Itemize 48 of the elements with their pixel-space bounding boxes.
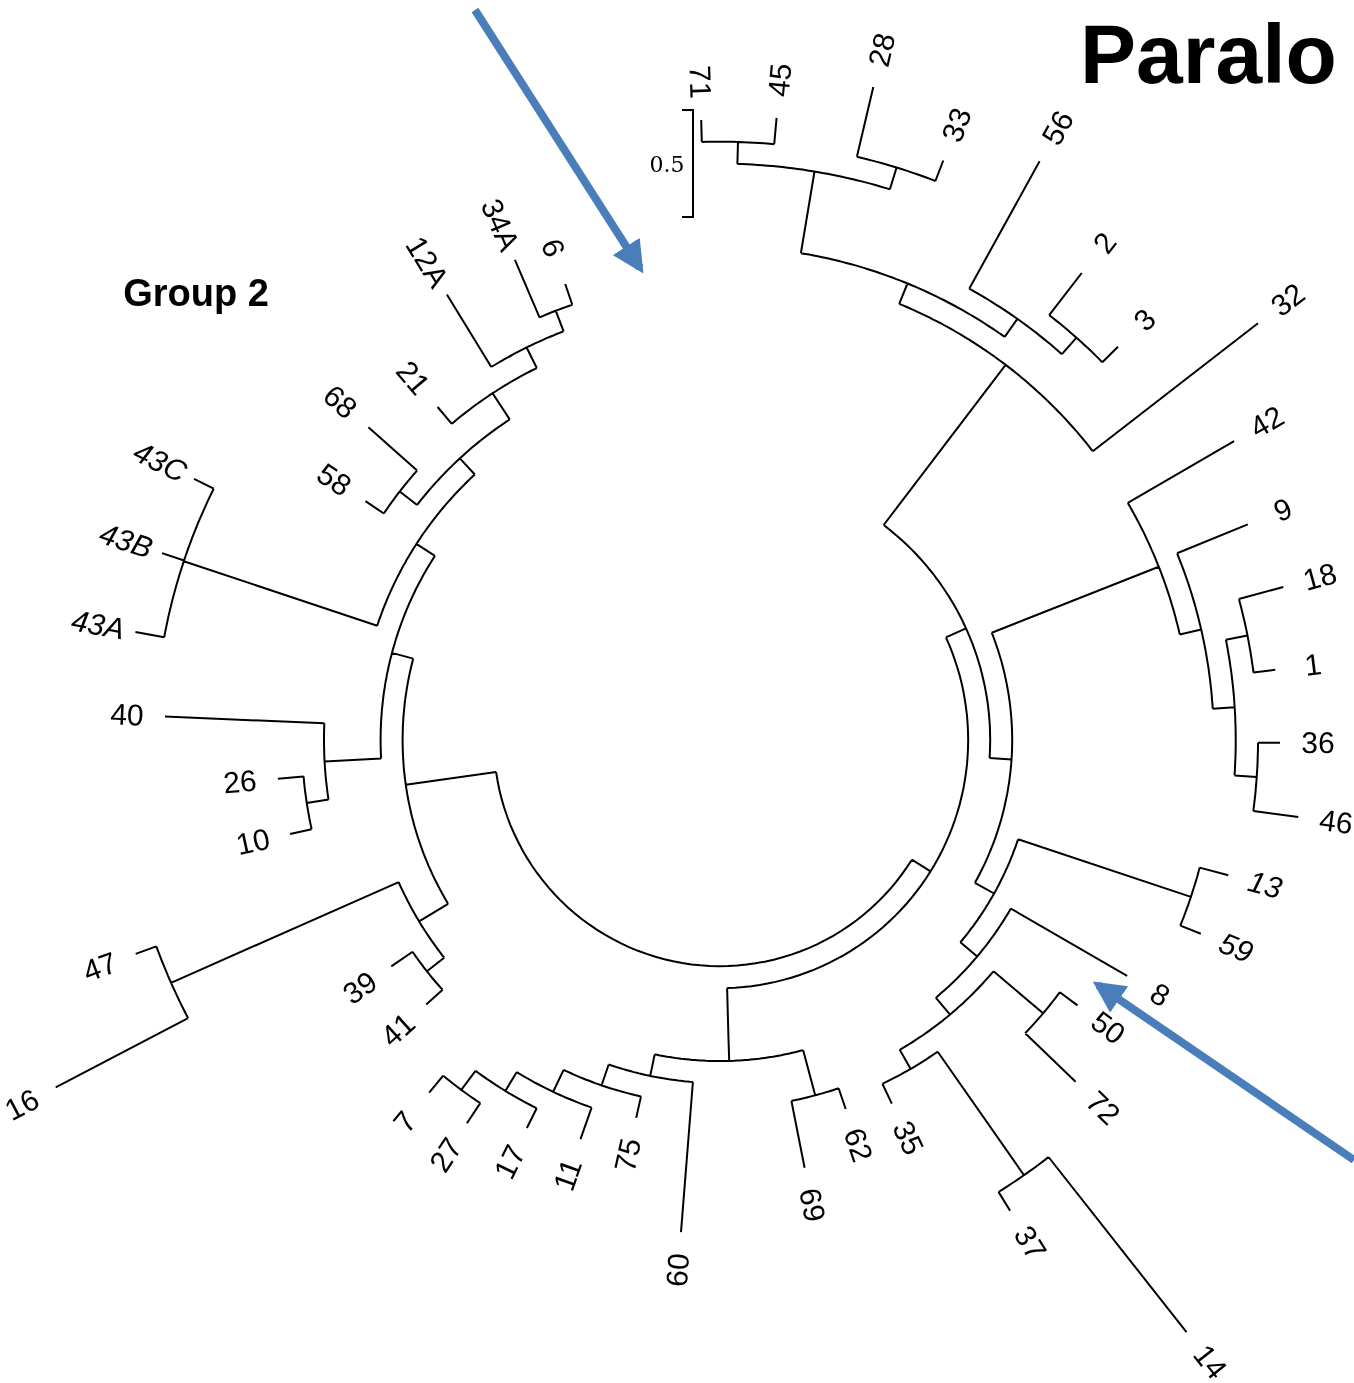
tip-label: 37 [1008,1220,1052,1266]
tip-label: 40 [109,699,145,731]
tip-label: 72 [1080,1085,1126,1131]
tip-label: 27 [424,1132,468,1178]
tip-label: 36 [1301,727,1335,759]
tip-label: 71 [684,64,716,100]
tip-label: 9 [1269,492,1297,528]
tip-label: 16 [0,1083,44,1127]
tip-label: 34A [475,194,525,256]
tip-label: 35 [887,1116,929,1160]
tip-label: 28 [863,30,901,70]
tip-label: 14 [1187,1339,1233,1383]
tip-label: 39 [337,966,383,1010]
tip-label: 43C [128,436,192,488]
tip-label: 1 [1302,649,1324,681]
tip-label: 56 [1036,106,1080,150]
scale-label: 0.5 [649,154,685,176]
tip-label: 69 [794,1185,830,1225]
tip-label: 13 [1245,866,1285,904]
tip-label: 21 [390,355,436,401]
tip-label: 11 [548,1155,588,1195]
tip-label: 3 [1128,303,1162,337]
tip-label: 50 [1085,1006,1131,1050]
tip-label: 46 [1317,804,1354,840]
tip-label: 7 [388,1106,422,1138]
tip-label: 32 [1265,277,1311,323]
tip-label: 58 [311,458,357,502]
tip-label: 8 [1145,977,1175,1013]
tip-label: 17 [489,1140,531,1184]
tip-label: 45 [763,62,797,98]
group-label: Group 2 [123,274,269,312]
tip-label: 33 [937,104,977,146]
tip-label: 62 [838,1124,878,1166]
tip-label: 2 [1088,227,1122,259]
tip-label: 41 [375,1007,421,1053]
tip-label: 59 [1214,927,1258,969]
tip-label: 18 [1299,558,1341,596]
tip-label: 10 [233,823,273,861]
tip-label: 42 [1245,400,1289,444]
tip-label: 43B [95,518,157,564]
tip-label: 75 [609,1135,647,1175]
title: Paralo [1080,12,1337,96]
tip-label: 68 [317,379,363,425]
tip-label: 43A [69,605,127,645]
tip-label: 60 [661,1252,695,1288]
tip-label: 6 [536,235,570,261]
tip-label: 47 [79,947,121,987]
tip-label: 26 [222,765,258,799]
